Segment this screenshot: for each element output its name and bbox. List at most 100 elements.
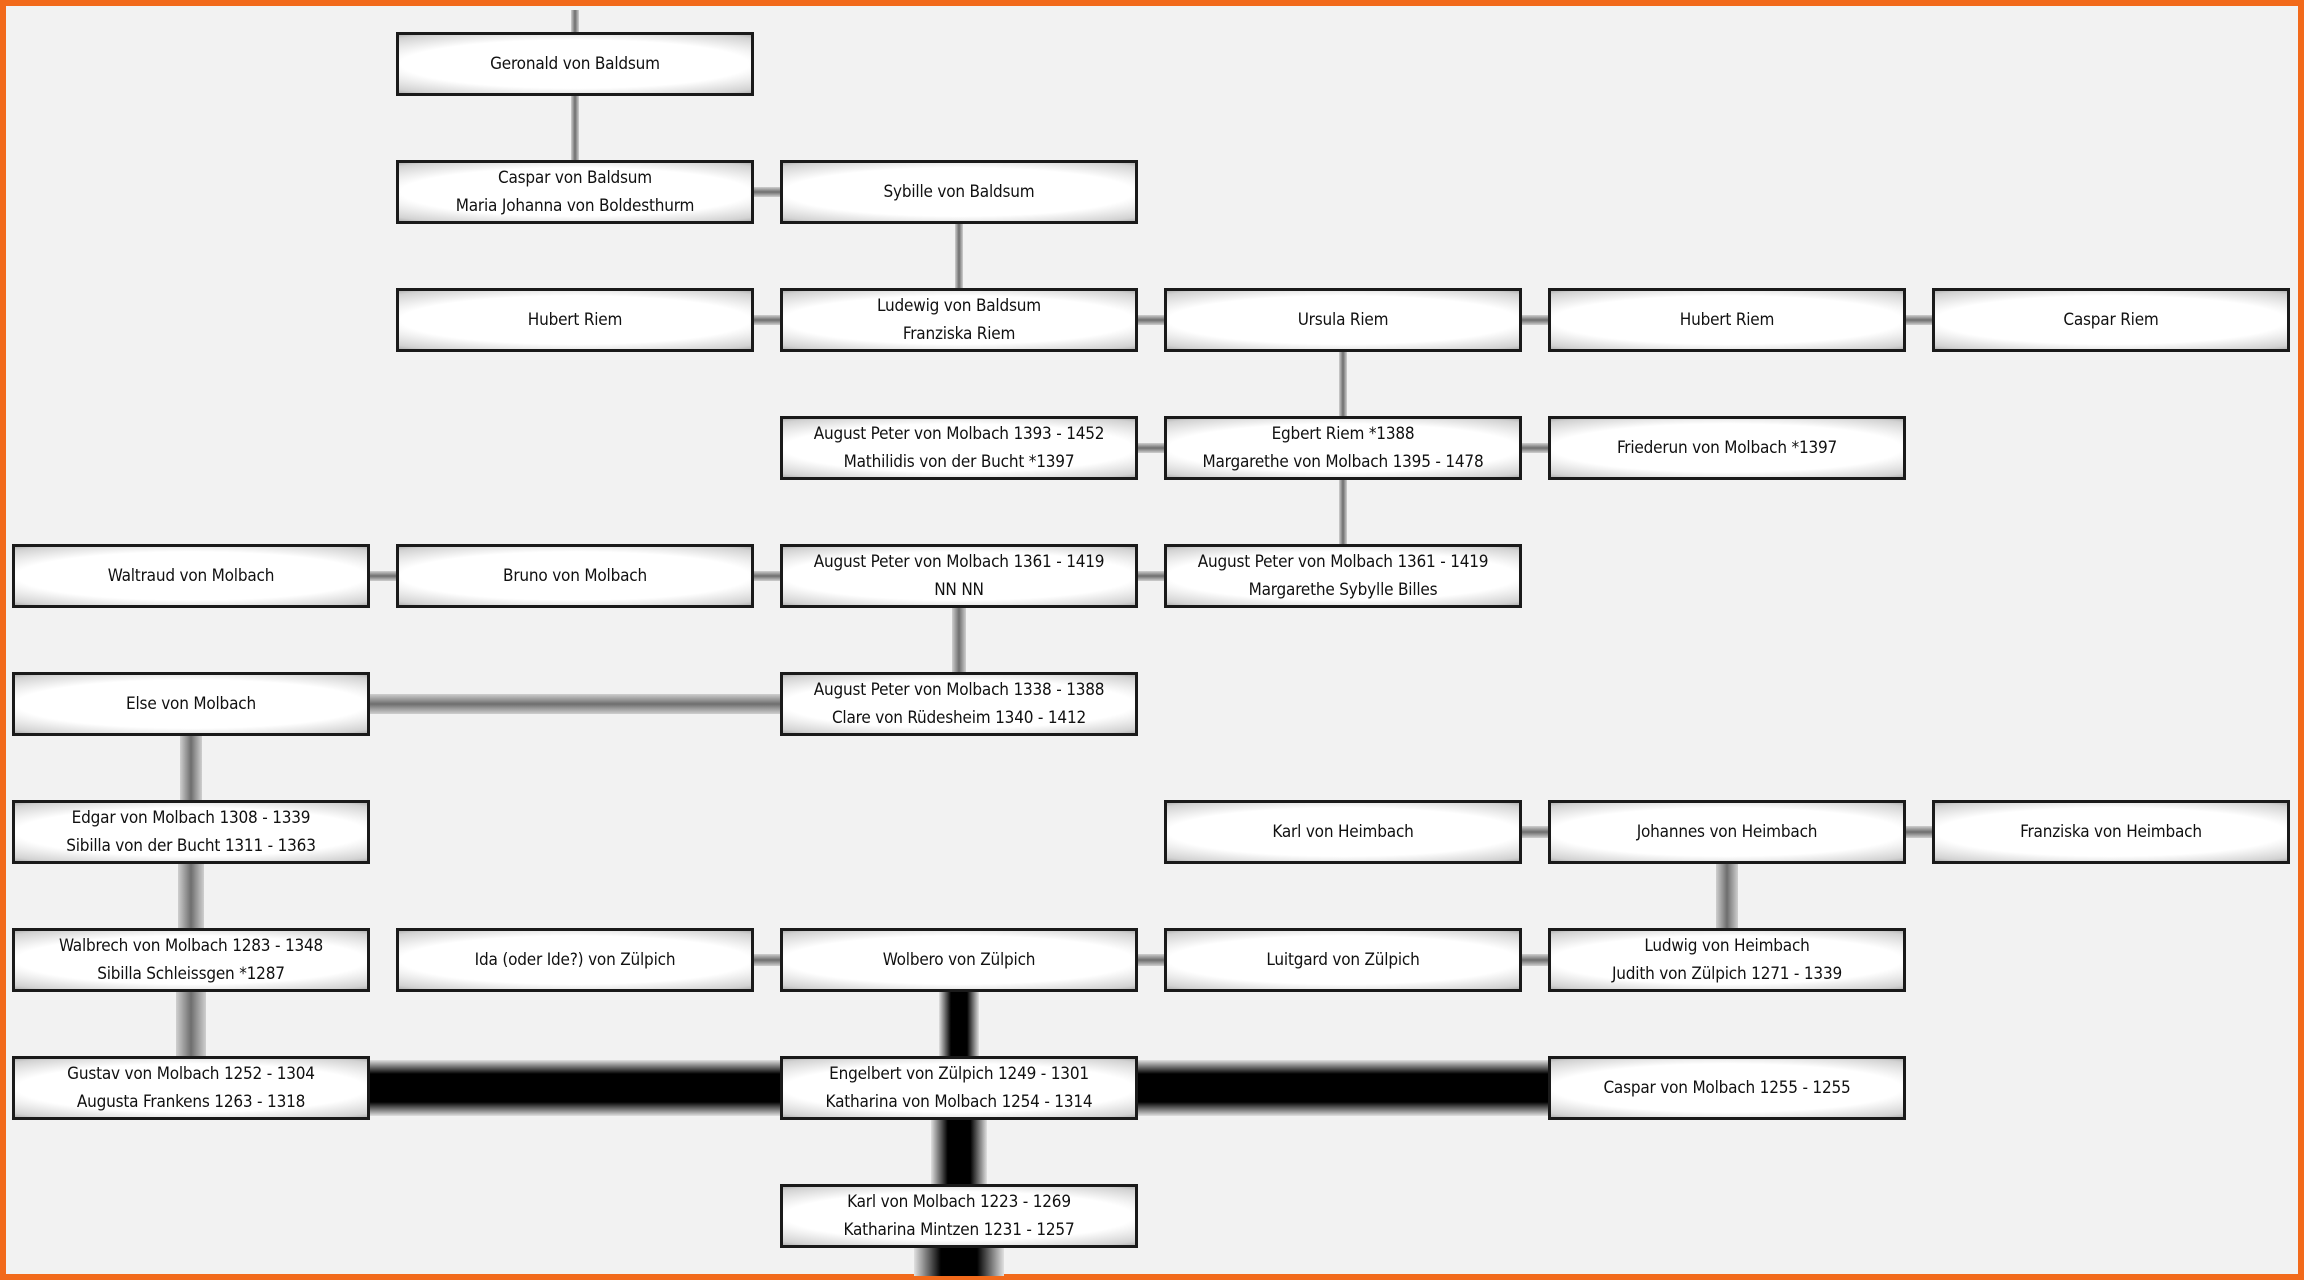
person-label: Franziska von Heimbach (2020, 822, 2202, 842)
horizontal-connector (754, 571, 780, 581)
horizontal-connector (1138, 954, 1164, 966)
person-node[interactable]: Franziska von Heimbach (1932, 800, 2290, 864)
person-label: Geronald von Baldsum (490, 54, 660, 74)
horizontal-connector (1522, 954, 1548, 966)
person-label: Ida (oder Ide?) von Zülpich (474, 950, 676, 970)
vertical-connector (952, 608, 966, 672)
horizontal-connector (1522, 826, 1548, 838)
horizontal-connector (1138, 571, 1164, 581)
horizontal-connector (754, 187, 780, 197)
person-label: Ludwig von Heimbach (1644, 936, 1810, 956)
person-label: Clare von Rüdesheim 1340 - 1412 (831, 708, 1087, 728)
person-node[interactable]: Ida (oder Ide?) von Zülpich (396, 928, 754, 992)
person-node[interactable]: Karl von Heimbach (1164, 800, 1522, 864)
vertical-connector (955, 224, 963, 288)
person-label: NN NN (934, 580, 984, 600)
person-label: Margarethe von Molbach 1395 - 1478 (1202, 452, 1484, 472)
person-label: August Peter von Molbach 1393 - 1452 (813, 424, 1105, 444)
person-label: Katharina von Molbach 1254 - 1314 (825, 1092, 1093, 1112)
person-node[interactable]: Geronald von Baldsum (396, 32, 754, 96)
horizontal-connector (370, 694, 780, 714)
person-node[interactable]: Hubert Riem (396, 288, 754, 352)
person-label: Margarethe Sybylle Billes (1248, 580, 1438, 600)
person-node[interactable]: Johannes von Heimbach (1548, 800, 1906, 864)
person-node[interactable]: Waltraud von Molbach (12, 544, 370, 608)
person-label: Hubert Riem (1679, 310, 1775, 330)
person-label: Judith von Zülpich 1271 - 1339 (1611, 964, 1843, 984)
person-label: Ludewig von Baldsum (877, 296, 1041, 316)
person-node[interactable]: Luitgard von Zülpich (1164, 928, 1522, 992)
person-label: Augusta Frankens 1263 - 1318 (76, 1092, 306, 1112)
person-label: Caspar von Baldsum (498, 168, 652, 188)
person-node[interactable]: August Peter von Molbach 1361 - 1419 NN N… (780, 544, 1138, 608)
horizontal-connector (1138, 315, 1164, 325)
person-node[interactable]: Bruno von Molbach (396, 544, 754, 608)
horizontal-connector (370, 1060, 780, 1116)
person-label: Caspar Riem (2063, 310, 2159, 330)
person-node[interactable]: Friederun von Molbach *1397 (1548, 416, 1906, 480)
vertical-connector (1339, 352, 1347, 416)
person-label: Franziska Riem (902, 324, 1016, 344)
horizontal-connector (754, 315, 780, 325)
person-label: Walbrech von Molbach 1283 - 1348 (58, 936, 324, 956)
person-label: August Peter von Molbach 1361 - 1419 (813, 552, 1105, 572)
person-label: Maria Johanna von Boldesthurm (455, 196, 695, 216)
person-label: Engelbert von Zülpich 1249 - 1301 (829, 1064, 1089, 1084)
person-label: Johannes von Heimbach (1636, 822, 1818, 842)
person-label: Friederun von Molbach *1397 (1616, 438, 1838, 458)
person-node[interactable]: Sybille von Baldsum (780, 160, 1138, 224)
person-node[interactable]: Caspar von Molbach 1255 - 1255 (1548, 1056, 1906, 1120)
person-label: Egbert Riem *1388 (1271, 424, 1415, 444)
horizontal-connector (1138, 443, 1164, 453)
person-label: Gustav von Molbach 1252 - 1304 (67, 1064, 315, 1084)
person-node[interactable]: Wolbero von Zülpich (780, 928, 1138, 992)
person-label: Ursula Riem (1297, 310, 1389, 330)
person-label: Mathilidis von der Bucht *1397 (843, 452, 1075, 472)
person-label: Edgar von Molbach 1308 - 1339 (71, 808, 311, 828)
person-label: Sibilla von der Bucht 1311 - 1363 (66, 836, 316, 856)
person-label: Sybille von Baldsum (883, 182, 1035, 202)
vertical-connector (914, 1248, 1004, 1276)
horizontal-connector (1522, 315, 1548, 325)
person-label: Hubert Riem (527, 310, 623, 330)
person-node[interactable]: Caspar Riem (1932, 288, 2290, 352)
vertical-connector (571, 10, 579, 32)
vertical-connector (939, 992, 979, 1056)
person-label: Karl von Heimbach (1272, 822, 1414, 842)
person-node[interactable]: Ursula Riem (1164, 288, 1522, 352)
person-label: August Peter von Molbach 1361 - 1419 (1197, 552, 1489, 572)
person-node[interactable]: Else von Molbach (12, 672, 370, 736)
vertical-connector (571, 96, 579, 160)
horizontal-connector (1138, 1060, 1548, 1116)
person-label: Bruno von Molbach (503, 566, 647, 586)
person-label: Luitgard von Zülpich (1266, 950, 1420, 970)
person-label: Katharina Mintzen 1231 - 1257 (843, 1220, 1075, 1240)
person-label: Wolbero von Zülpich (882, 950, 1036, 970)
person-label: Waltraud von Molbach (107, 566, 275, 586)
person-label: Sibilla Schleissgen *1287 (97, 964, 285, 984)
vertical-connector (1339, 480, 1347, 544)
person-node[interactable]: Hubert Riem (1548, 288, 1906, 352)
vertical-connector (176, 992, 206, 1056)
person-label: Caspar von Molbach 1255 - 1255 (1603, 1078, 1851, 1098)
vertical-connector (178, 864, 204, 928)
vertical-connector (931, 1120, 987, 1184)
horizontal-connector (754, 954, 780, 966)
person-label: Karl von Molbach 1223 - 1269 (847, 1192, 1071, 1212)
person-label: Else von Molbach (126, 694, 256, 714)
vertical-connector (1716, 864, 1738, 928)
person-label: August Peter von Molbach 1338 - 1388 (813, 680, 1105, 700)
